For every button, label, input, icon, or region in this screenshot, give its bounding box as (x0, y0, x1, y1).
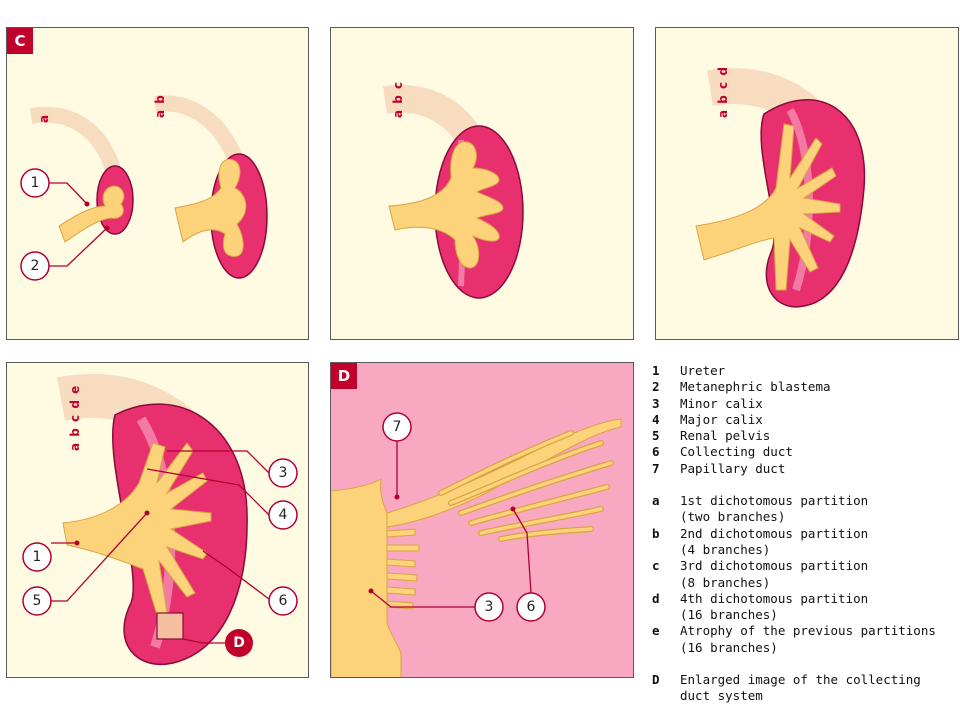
papillary-fingers (386, 528, 420, 610)
stage-label-a: a (37, 114, 51, 123)
panel-stage-abc: a b c (330, 27, 634, 340)
callout-circle-3 (474, 592, 504, 622)
legend-spacer (652, 477, 957, 493)
callout-circle-5 (22, 586, 52, 616)
callout-line-6 (202, 550, 270, 600)
callout-number-7: 7 (393, 419, 402, 435)
ureteric-bud (58, 185, 125, 243)
panel-stage-ab: a a b 1 2 C (6, 27, 309, 340)
callout-dot-5 (144, 510, 150, 516)
ureteric-tree-d (695, 123, 841, 291)
legend-item-b-detail: (4 branches) (680, 541, 771, 557)
enlarged-region-box (156, 612, 184, 640)
collecting-duct-diagram: 7 3 6 (331, 412, 622, 677)
callout-circle-4 (268, 500, 298, 530)
legend-spacer (652, 656, 957, 672)
ureteric-bud-branches (174, 158, 247, 258)
stage-label-ab: a b (153, 94, 167, 118)
callout-number-4: 4 (279, 507, 288, 523)
callout-circle-1 (20, 168, 50, 198)
callout-number-1: 1 (31, 175, 40, 191)
callout-line-3 (370, 590, 475, 608)
callout-circle-d (225, 629, 253, 657)
callout-dot-2 (104, 225, 110, 231)
legend-item-c-detail: (8 branches) (680, 574, 771, 590)
stage-abcd-diagram: a b c d (695, 66, 866, 308)
callout-dot-7 (394, 494, 400, 500)
ureteric-tree-c (388, 141, 504, 269)
panel-tag-d: D (331, 363, 357, 389)
legend-item-enlarged-detail: duct system (680, 688, 763, 704)
callout-letter-d: D (233, 635, 245, 651)
callout-line-5 (51, 512, 148, 602)
stage-label-abcde: a b c d e (68, 385, 82, 451)
stage-ab-diagram: a a b 1 2 (20, 94, 268, 281)
panel-enlarged-collecting-duct: 7 3 6 D (330, 362, 634, 678)
callout-circle-3 (268, 458, 298, 488)
callout-line-6 (512, 508, 532, 594)
callout-line-2 (49, 227, 108, 267)
callout-number-6: 6 (527, 599, 536, 615)
callout-circle-1 (22, 542, 52, 572)
callout-circle-6 (516, 592, 546, 622)
panel-tag-c: C (7, 28, 33, 54)
minor-calix-body (331, 478, 402, 677)
stage-abc-diagram: a b c (383, 81, 524, 299)
callout-line-d (182, 638, 225, 644)
callout-dot-1 (84, 201, 90, 207)
callout-number-2: 2 (31, 258, 40, 274)
callout-number-6: 6 (279, 593, 288, 609)
legend-item-a-detail: (two branches) (680, 509, 786, 525)
callout-circle-2 (20, 251, 50, 281)
callout-number-3: 3 (485, 599, 494, 615)
callout-number-1: 1 (33, 549, 42, 565)
callout-number-3: 3 (279, 465, 288, 481)
callout-dot-1 (74, 540, 80, 546)
stage-label-abcd: a b c d (716, 66, 730, 118)
callout-line-4 (146, 468, 270, 516)
callout-dot-6 (510, 506, 516, 512)
legend-item-d-detail: (16 branches) (680, 607, 778, 623)
panel-stage-abcde: a b c d e 1 5 3 4 6 D (6, 362, 309, 678)
stage-band-a (29, 106, 123, 180)
callout-number-5: 5 (33, 593, 42, 609)
callout-line-3 (167, 450, 270, 474)
callout-circle-7 (382, 412, 412, 442)
panel-stage-abcd: a b c d (655, 27, 959, 340)
callout-dot-3 (368, 588, 374, 594)
callout-line-1 (49, 182, 88, 205)
stage-label-abc: a b c (391, 81, 405, 118)
stage-abcde-diagram: a b c d e 1 5 3 4 6 D (22, 374, 298, 666)
callout-circle-6 (268, 586, 298, 616)
collecting-duct-lumen (439, 431, 613, 541)
ureteric-tree-e (62, 442, 212, 616)
legend-item-e-detail: (16 branches) (680, 639, 778, 655)
